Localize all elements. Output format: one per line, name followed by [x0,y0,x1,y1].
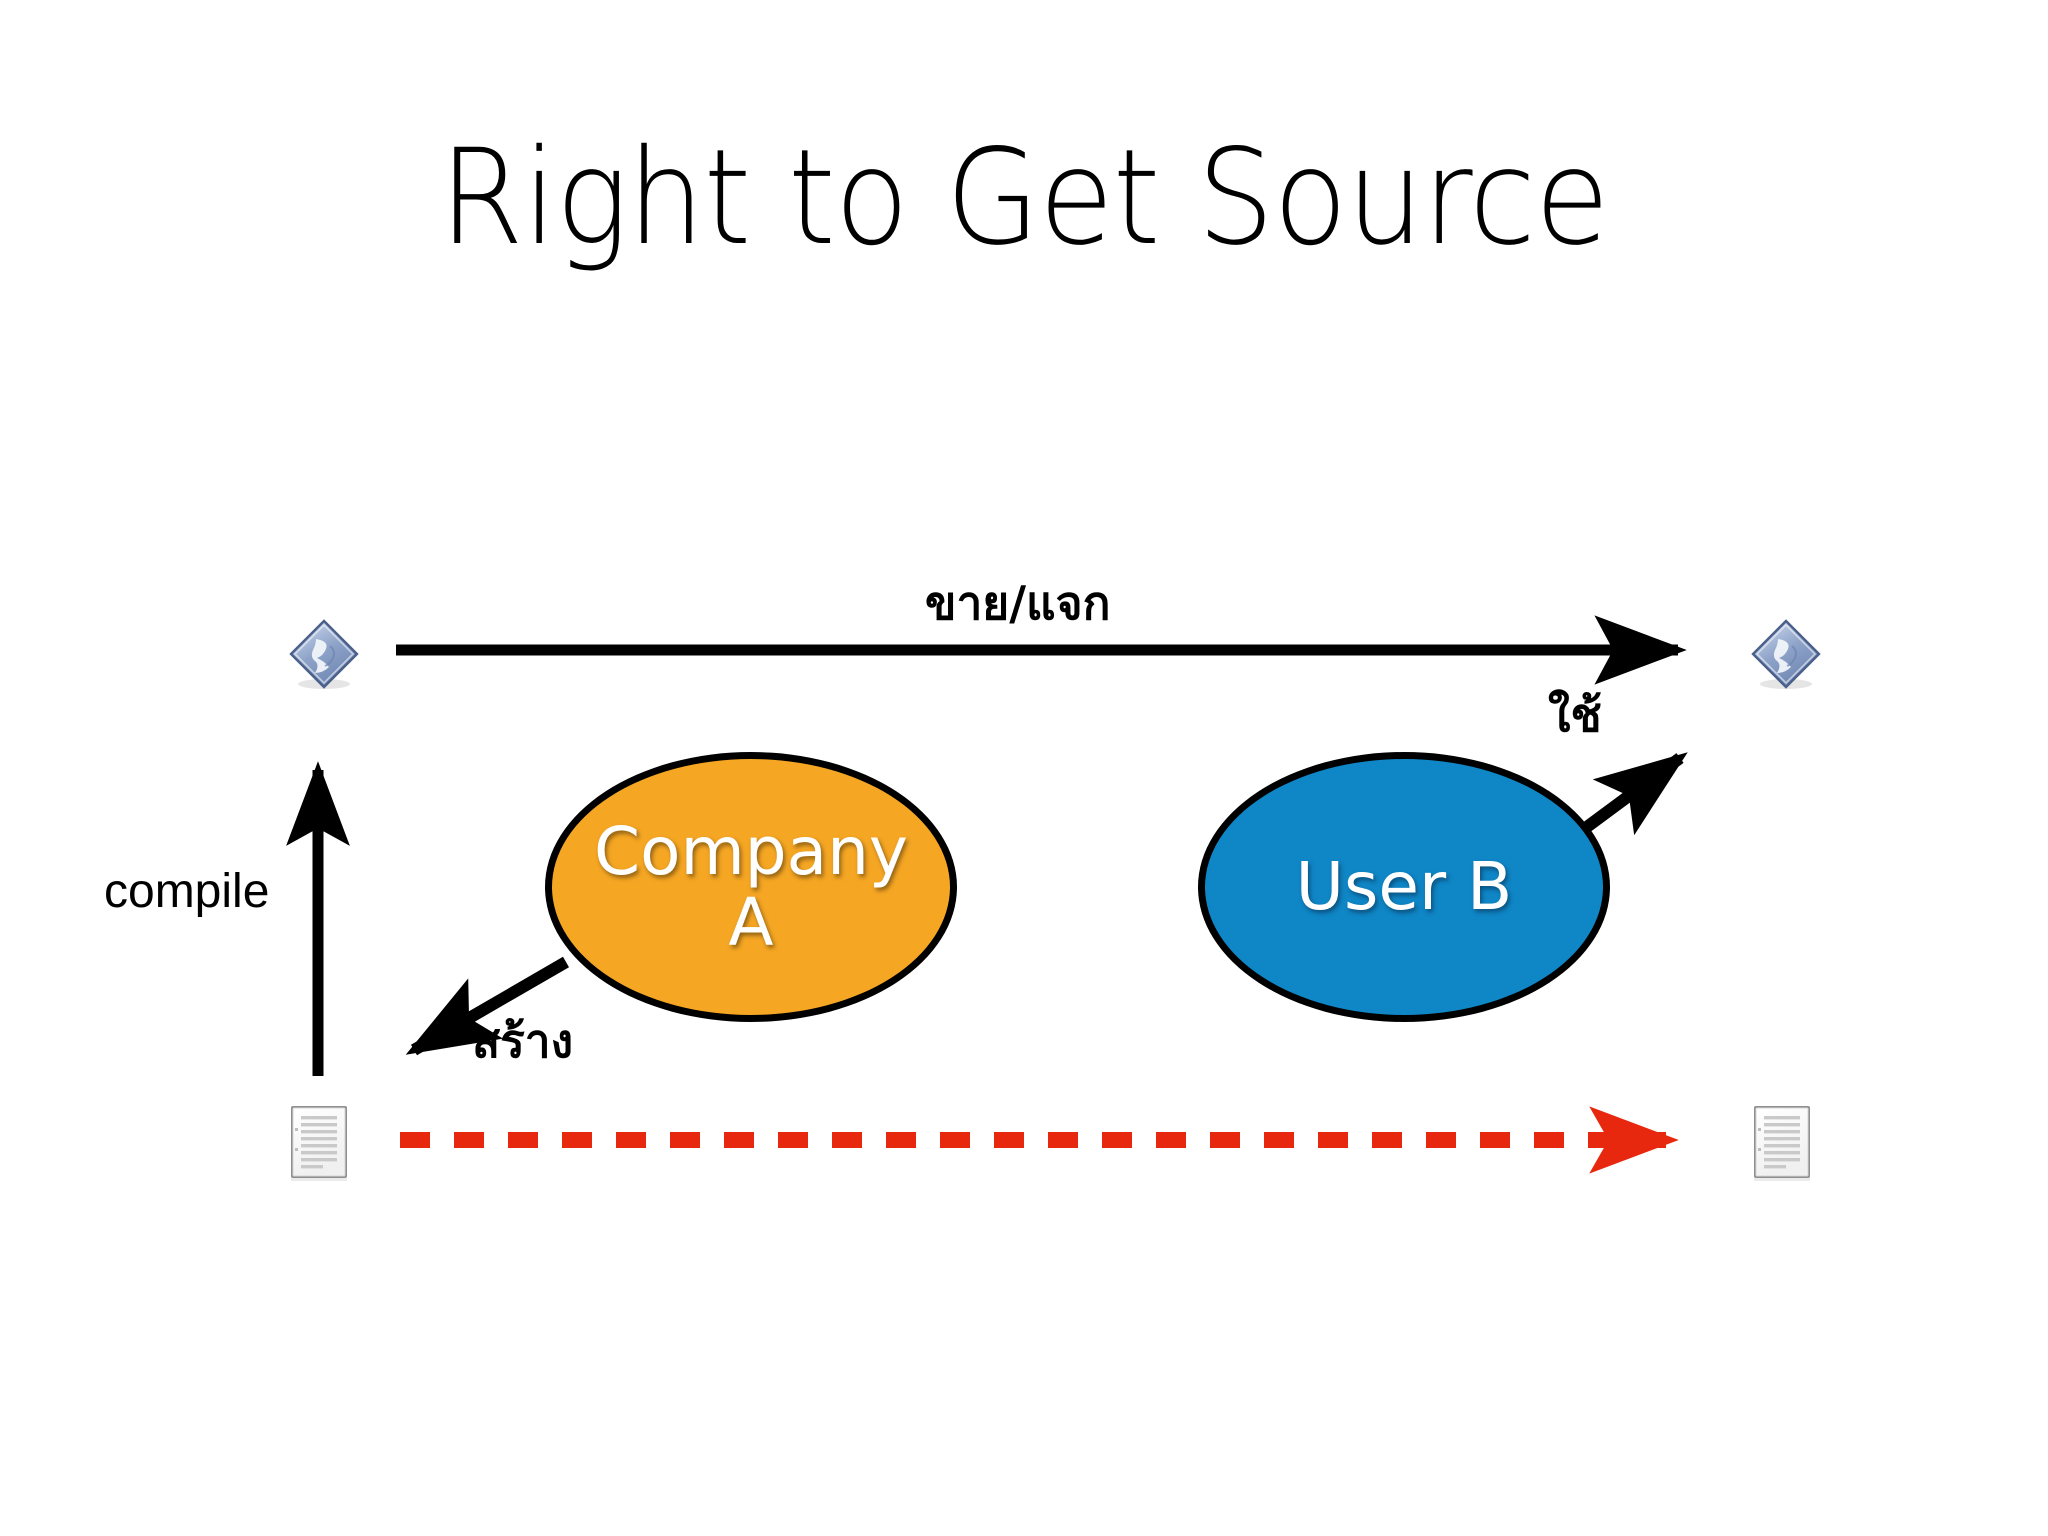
compile-label: compile [104,865,270,918]
create-label: สร้าง [472,1014,574,1068]
page-title: Right to Get Source [439,121,1609,275]
company-a-label: Company A [594,812,908,961]
binary-executable-icon [1748,616,1824,692]
company-a-node[interactable]: Company A [545,752,957,1022]
sell-distribute-label: ขาย/แจก [925,576,1111,630]
user-b-label: User B [1295,848,1513,926]
use-label: ใช้ [1548,688,1602,742]
text-document-icon [1744,1100,1820,1181]
text-document-icon [281,1100,357,1181]
user-b-node[interactable]: User B [1198,752,1610,1022]
binary-executable-icon [286,616,362,692]
